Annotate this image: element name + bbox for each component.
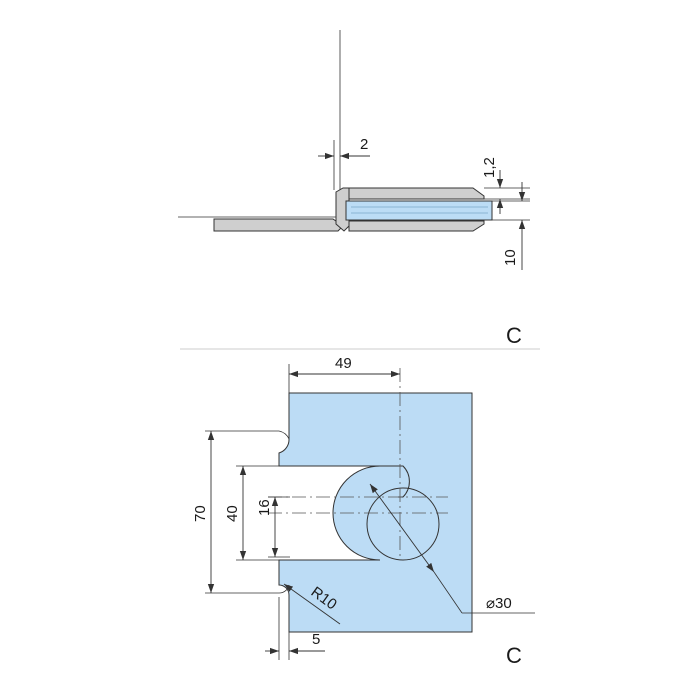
- dimension-width-label: 49: [335, 355, 352, 372]
- dimension-offset: 5: [265, 597, 325, 660]
- dimension-thickness-top-label: 1,2: [481, 157, 498, 178]
- dimension-gap: 2: [318, 136, 370, 190]
- left-plate: [213, 218, 344, 232]
- dimension-height-outer: 70: [192, 431, 215, 593]
- section-mark-upper: C: [506, 323, 522, 348]
- side-view: 2 1,2 10: [178, 30, 530, 270]
- front-view: 49 70 40 16 ⌀30 R10: [192, 355, 535, 660]
- section-mark-lower: C: [506, 643, 522, 668]
- dimension-diameter: ⌀30: [369, 483, 535, 614]
- dimension-glass: 10: [502, 182, 526, 270]
- dimension-thickness-top: 1,2: [481, 157, 504, 214]
- dimension-diameter-label: ⌀30: [486, 595, 512, 612]
- glass-panel-side: [345, 200, 493, 221]
- dimension-offset-label: 5: [312, 631, 320, 648]
- dimension-height-outer-label: 70: [192, 505, 209, 522]
- dimension-glass-label: 10: [502, 249, 519, 266]
- dimension-height-inner-label: 16: [256, 499, 273, 516]
- dimension-height-slot: 40: [224, 466, 247, 560]
- dimension-width: 49: [288, 355, 400, 393]
- dimension-height-inner: 16: [256, 497, 279, 557]
- upper-clamp-plate: [348, 187, 485, 200]
- lower-clamp-plate: [348, 220, 485, 232]
- dimension-height-slot-label: 40: [224, 505, 241, 522]
- dimension-gap-label: 2: [360, 136, 368, 153]
